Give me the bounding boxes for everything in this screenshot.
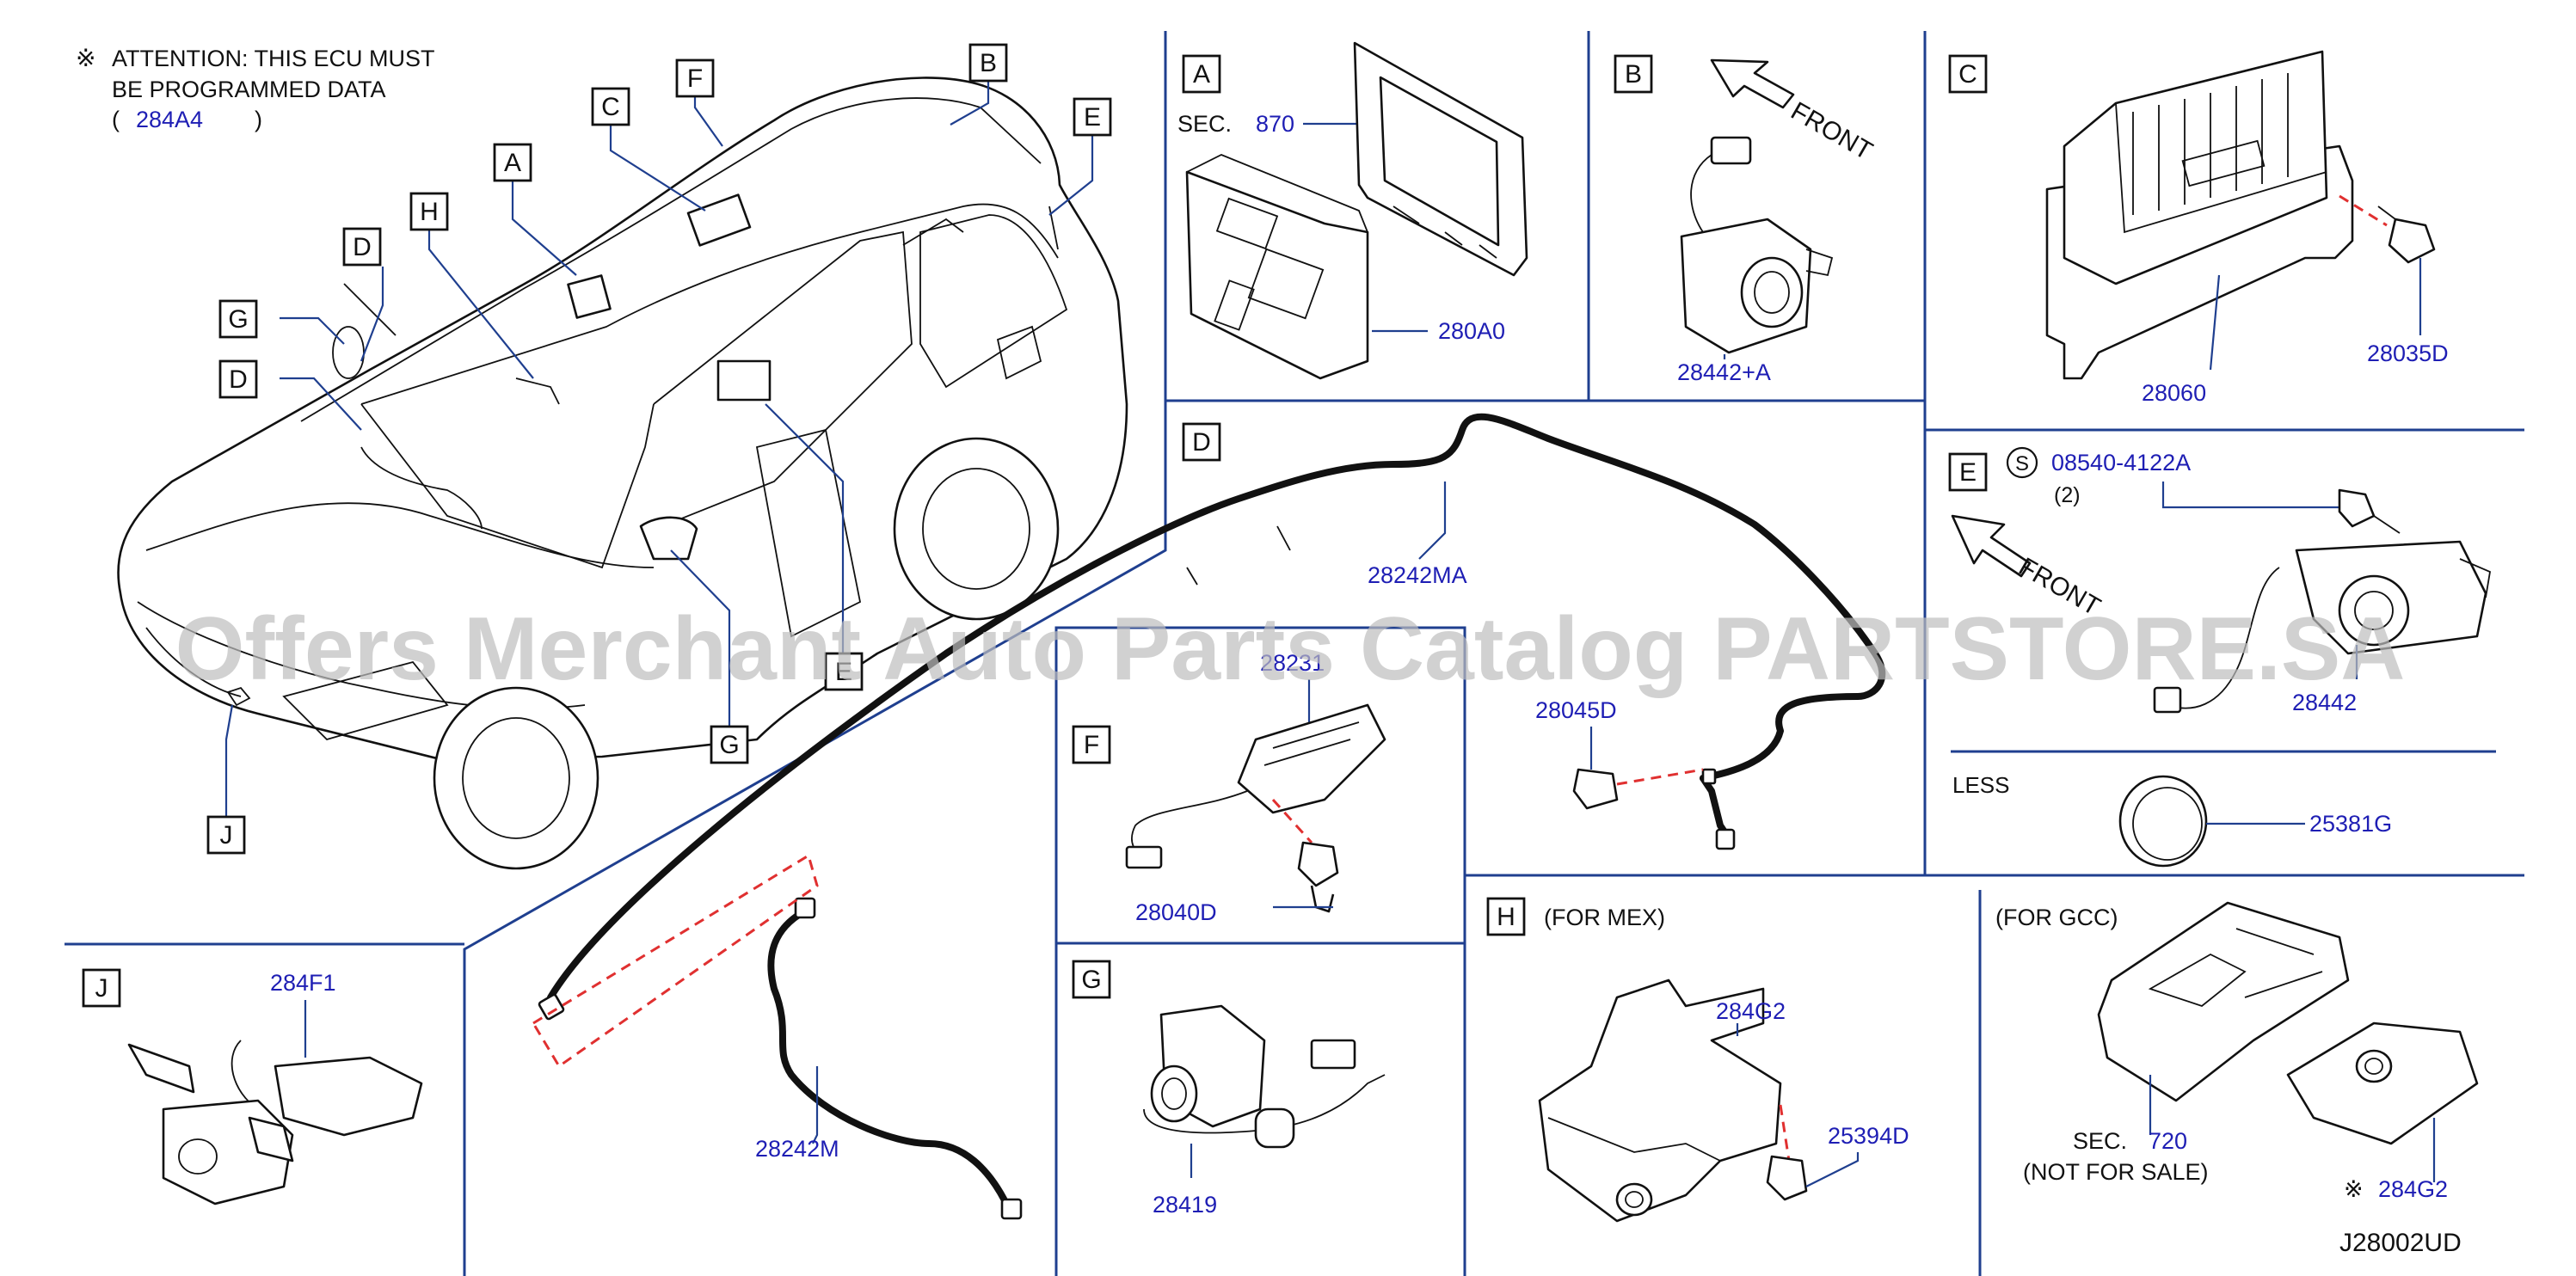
callout-d-lower[interactable]: D: [218, 359, 258, 399]
panel-j-part-284f1[interactable]: 284F1: [270, 970, 336, 996]
svg-text:E: E: [1084, 103, 1101, 132]
panel-e-letter: E: [1959, 458, 1977, 487]
panel-e-bolt-part[interactable]: 08540-4122A: [2051, 450, 2191, 475]
vehicle-callouts: A B C D D E F G G H J E: [206, 43, 1112, 855]
watermark-text: Offers Merchant Auto Parts Catalog PARTS…: [175, 599, 2406, 699]
svg-text:F: F: [687, 64, 703, 93]
svg-text:C: C: [601, 93, 620, 121]
panel-h-sec-number[interactable]: 720: [2149, 1128, 2187, 1154]
panel-f-letter: F: [1084, 731, 1099, 759]
panel-g-part-28419[interactable]: 28419: [1153, 1192, 1217, 1218]
svg-text:J: J: [220, 821, 233, 850]
panel-h-part-284g2[interactable]: 284G2: [1716, 998, 1786, 1024]
panel-a-part-280a0[interactable]: 280A0: [1438, 318, 1505, 344]
panel-b: B FRONT 28442+A: [1614, 54, 1878, 385]
callout-b[interactable]: B: [968, 43, 1008, 83]
panel-c-part-28060[interactable]: 28060: [2142, 380, 2206, 406]
panel-j: J 284F1: [82, 968, 423, 1205]
panel-d: D 28242MA 28045D 28242M: [531, 413, 1886, 1220]
front-arrow-icon-e: [1951, 514, 2032, 578]
callout-g-upper[interactable]: G: [218, 299, 258, 339]
front-arrow-icon: [1710, 58, 1795, 109]
svg-text:B: B: [980, 49, 997, 77]
panel-d-part-28242m[interactable]: 28242M: [755, 1136, 839, 1162]
screw-symbol-icon: [2006, 446, 2038, 479]
attention-paren-close: ): [255, 107, 262, 132]
callout-g-lower[interactable]: G: [710, 725, 749, 764]
panel-h-note: (FOR MEX): [1544, 905, 1665, 930]
panel-b-front-label: FRONT: [1786, 96, 1878, 165]
panel-a-letter: A: [1193, 60, 1210, 89]
panel-a-sec-number[interactable]: 870: [1256, 111, 1294, 137]
callout-a[interactable]: A: [493, 143, 532, 182]
panel-c-letter: C: [1958, 60, 1977, 89]
frame-lines: [65, 31, 2524, 1276]
panel-d-part-28242ma[interactable]: 28242MA: [1368, 562, 1467, 588]
panel-a: A SEC. 870 280A0: [1177, 41, 1528, 380]
panel-h-not-for-sale: (NOT FOR SALE): [2023, 1159, 2209, 1185]
panel-e-part-25381g[interactable]: 25381G: [2309, 811, 2392, 837]
svg-text:A: A: [504, 149, 521, 177]
callout-d-upper[interactable]: D: [342, 227, 382, 267]
panel-c-part-28035d[interactable]: 28035D: [2367, 340, 2449, 366]
panel-b-letter: B: [1625, 60, 1642, 89]
panel-h-sec-label: SEC.: [2073, 1128, 2127, 1154]
panel-e-qty: (2): [2054, 483, 2081, 507]
panel-a-sec-label: SEC.: [1177, 111, 1232, 137]
panel-f-part-28040d[interactable]: 28040D: [1135, 899, 1217, 925]
panel-f: F 28231 28040D: [1072, 650, 1386, 925]
attention-part-number[interactable]: 284A4: [136, 107, 203, 132]
attention-paren-open: (: [112, 107, 120, 132]
callout-f[interactable]: F: [675, 58, 715, 98]
vehicle-callout-leaders: [224, 80, 1094, 817]
panel-h-gcc-note: (FOR GCC): [1995, 905, 2118, 930]
svg-text:E: E: [835, 658, 852, 686]
svg-text:D: D: [353, 233, 372, 261]
attention-mark: ※: [76, 45, 95, 71]
panel-d-part-28045d[interactable]: 28045D: [1535, 697, 1617, 723]
callout-c[interactable]: C: [591, 87, 630, 126]
panel-f-part-28231[interactable]: 28231: [1260, 650, 1325, 676]
panel-g-letter: G: [1081, 966, 1101, 994]
svg-text:G: G: [228, 305, 248, 334]
panel-h-part-284g2-gcc[interactable]: 284G2: [2378, 1176, 2448, 1202]
panel-h-letter: H: [1497, 903, 1515, 931]
panel-j-letter: J: [95, 974, 108, 1003]
vehicle-illustration: [117, 77, 1128, 870]
panel-h-part-25394d[interactable]: 25394D: [1828, 1123, 1909, 1149]
panel-b-part-28442a[interactable]: 28442+A: [1677, 359, 1771, 385]
panel-g: G 28419: [1072, 960, 1386, 1218]
panel-e-screw-mark: S: [2015, 452, 2029, 475]
panel-d-letter: D: [1192, 428, 1211, 457]
attention-line-1: ATTENTION: THIS ECU MUST: [112, 46, 435, 71]
callout-h[interactable]: H: [409, 192, 449, 231]
callout-e[interactable]: E: [1073, 97, 1112, 137]
callout-j[interactable]: J: [206, 815, 246, 855]
svg-text:D: D: [229, 365, 248, 394]
callout-e-lower[interactable]: E: [824, 652, 864, 691]
panel-h: H (FOR MEX) 284G2 25394D (FOR GCC) SEC. …: [1486, 897, 2479, 1223]
panel-e-part-28442[interactable]: 28442: [2292, 690, 2357, 715]
panel-c: C 28035D 28060: [1948, 50, 2449, 406]
panel-a-label-box: [1182, 54, 1221, 94]
panel-e-less-label: LESS: [1952, 772, 2010, 798]
panel-h-mark: ※: [2344, 1176, 2364, 1202]
diagram-code: J28002UD: [2339, 1229, 2462, 1257]
svg-text:H: H: [420, 198, 439, 226]
attention-line-2: BE PROGRAMMED DATA: [112, 77, 386, 102]
attention-note: ※ ATTENTION: THIS ECU MUST BE PROGRAMMED…: [76, 45, 435, 132]
svg-text:G: G: [719, 731, 739, 759]
